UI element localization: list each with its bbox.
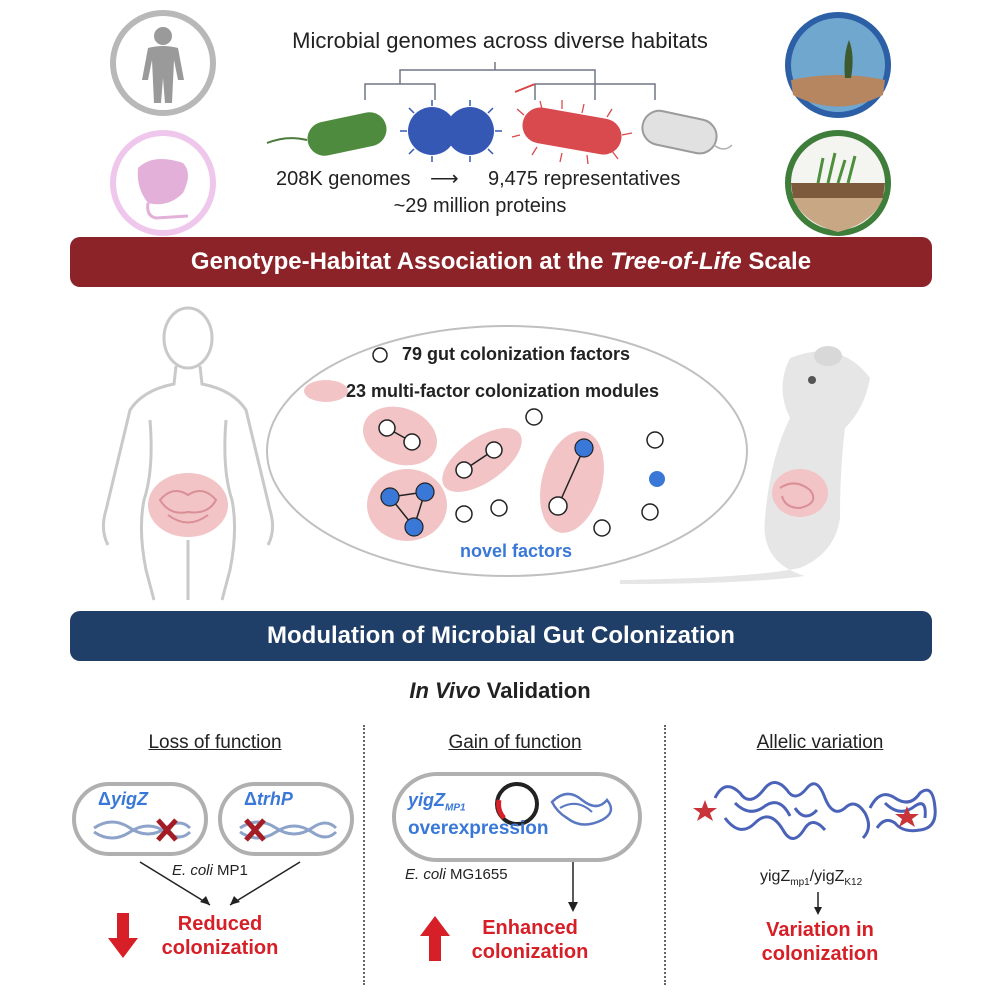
knockout-cell-trhp [218, 782, 354, 856]
gene1-name: yigZ [110, 789, 148, 809]
validation-normal: Validation [480, 678, 591, 703]
human-habitat-icon [108, 8, 218, 118]
allele-a-sub: mp1 [790, 877, 810, 889]
enhanced-colonization-result: Enhanced colonization [460, 916, 600, 964]
gene2-delta: Δ [244, 789, 257, 809]
overexpression-label: overexpression [408, 818, 549, 839]
loss-result-line2: colonization [161, 937, 279, 959]
gene-trhp-deletion: ΔtrhP [244, 789, 293, 810]
allele-sep: /yigZ [809, 868, 845, 885]
gain-strain-label: E. coli MG1655 [405, 866, 508, 883]
legend-colonization-modules: 23 multi-factor colonization modules [346, 381, 660, 401]
human-body-illustration [88, 300, 288, 601]
stats-representatives: 9,475 representatives [488, 168, 681, 190]
column-divider-left [363, 725, 365, 985]
loss-strain-label: E. coli MP1 [172, 862, 248, 879]
loss-of-function-title: Loss of function [148, 732, 282, 753]
gene1-delta: Δ [98, 789, 111, 809]
reduced-colonization-result: Reduced colonization [150, 912, 290, 960]
variation-colonization-result: Variation in colonization [730, 918, 910, 966]
loss-result-line1: Reduced [177, 913, 263, 935]
allelic-variation-title: Allelic variation [756, 732, 884, 753]
knockout-cell-yigz [72, 782, 208, 856]
gain-of-function-title: Gain of function [448, 732, 582, 753]
overexpression-cell [392, 772, 642, 862]
allelic-result-line1: Variation in [766, 919, 874, 941]
down-arrow-icon [108, 913, 138, 958]
gut-colonization-banner: Modulation of Microbial Gut Colonization [70, 611, 932, 661]
gain-result-line2: colonization [471, 941, 589, 963]
gain-result-line1: Enhanced [482, 917, 578, 939]
allele-b-sub: K12 [844, 877, 863, 889]
novel-factors-label: novel factors [460, 541, 573, 561]
gene-yigz-mp1: yigZMP1 [408, 790, 466, 814]
gain-gene: yigZ [408, 790, 446, 810]
phylogenetic-tree [335, 62, 695, 102]
gain-down-arrow [567, 862, 579, 912]
stats-proteins: ~29 million proteins [393, 195, 567, 217]
soil-habitat-icon [783, 128, 893, 238]
in-vivo-validation-title: In Vivo Validation [300, 678, 700, 704]
loss-strain: MP1 [212, 862, 248, 879]
allelic-down-arrow [812, 892, 824, 916]
gene2-name: trhP [256, 789, 293, 809]
genotype-habitat-banner: Genotype-Habitat Association at the Tree… [70, 237, 932, 287]
stats-genomes: 208K genomes [276, 168, 411, 190]
banner1-text-italic: Tree-of-Life [610, 248, 742, 275]
gain-gene-sub: MP1 [445, 802, 466, 814]
gene-yigz-deletion: ΔyigZ [98, 789, 148, 810]
banner1-text-after: Scale [741, 248, 812, 275]
mouse-illustration [600, 318, 900, 598]
factor-module-panel [262, 322, 752, 580]
loss-converging-arrows [130, 860, 310, 910]
gain-strain-italic: E. coli [405, 866, 446, 883]
gut-organ-habitat-icon [108, 128, 218, 238]
protein-structure-illustration [693, 768, 955, 863]
stats-arrow: ⟶ [430, 168, 459, 190]
bacteria-illustration [262, 95, 733, 165]
legend-gut-factors: 79 gut colonization factors [402, 344, 631, 364]
allele-ratio-label: yigZmp1/yigZK12 [760, 868, 862, 888]
header-title: Microbial genomes across diverse habitat… [292, 28, 708, 53]
loss-strain-italic: E. coli [172, 862, 213, 879]
allele-a: yigZ [760, 868, 791, 885]
column-divider-right [664, 725, 666, 985]
banner1-text-before: Genotype-Habitat Association at the [190, 248, 611, 275]
validation-italic: In Vivo [409, 678, 481, 703]
aquatic-habitat-icon [783, 10, 893, 120]
allelic-result-line2: colonization [761, 943, 879, 965]
up-arrow-icon [420, 916, 450, 961]
gain-strain: MG1655 [445, 866, 508, 883]
